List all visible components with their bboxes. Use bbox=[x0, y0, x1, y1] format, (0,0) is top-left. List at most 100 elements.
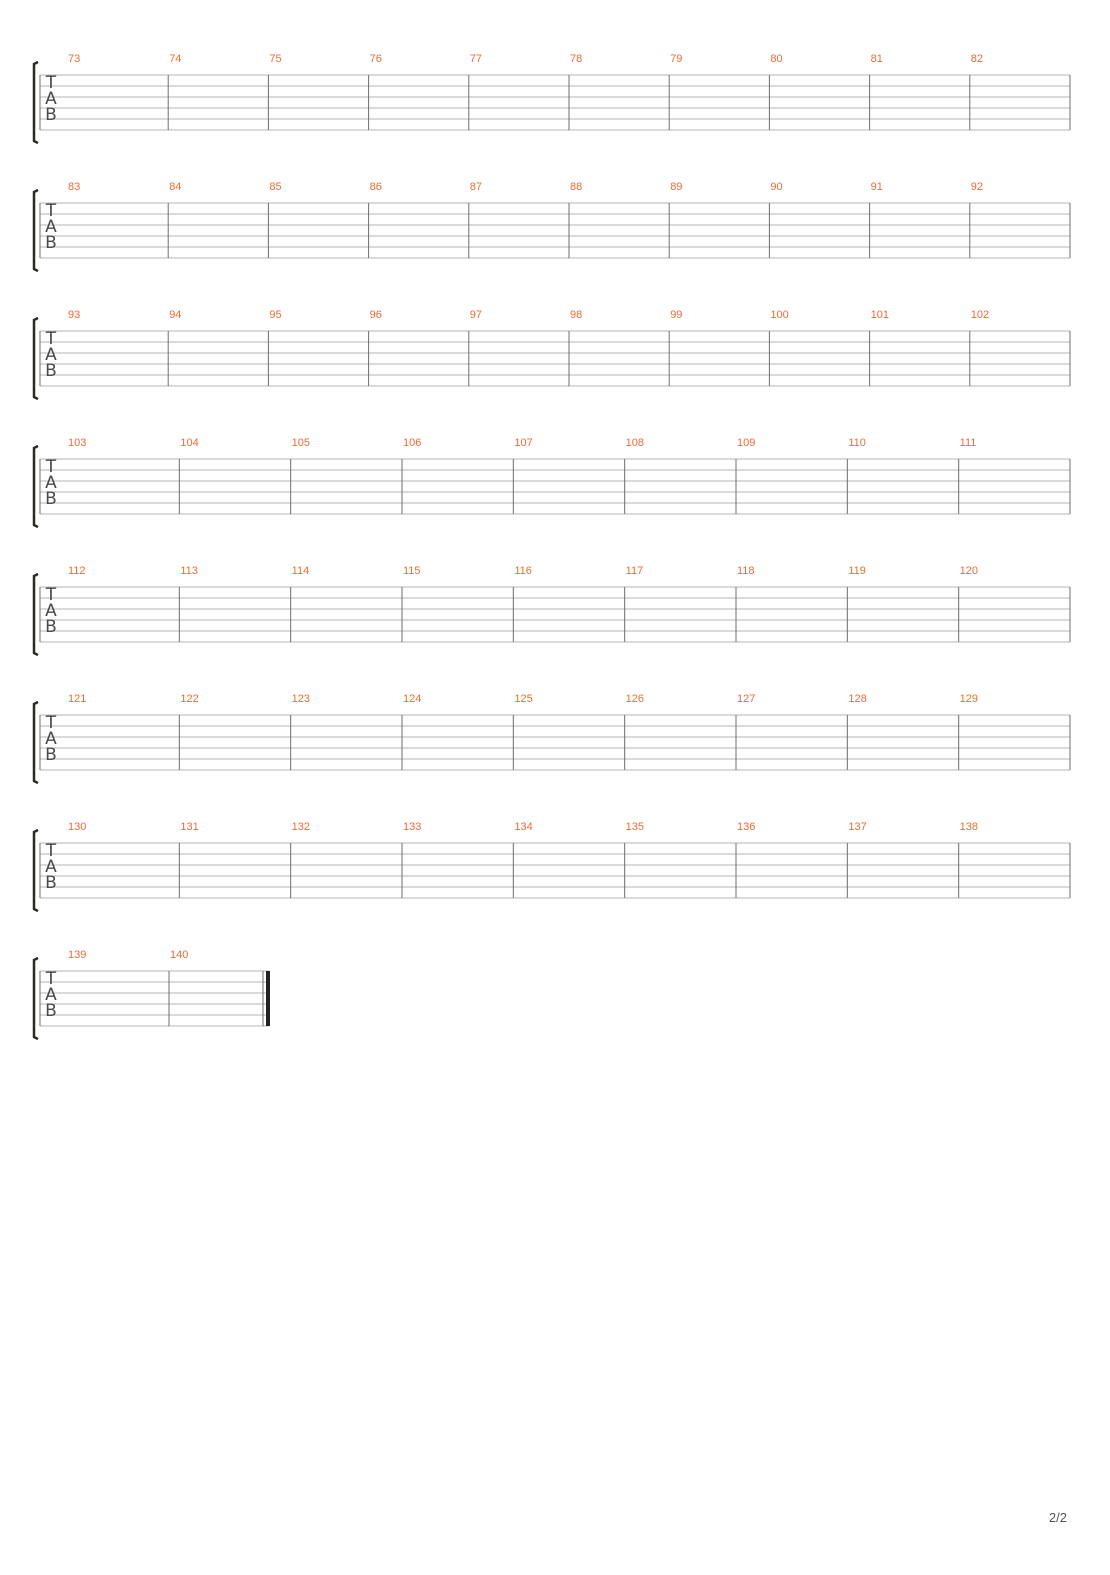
measure-number: 81 bbox=[871, 53, 883, 65]
measure-number: 138 bbox=[960, 821, 978, 833]
measure-number: 73 bbox=[68, 53, 80, 65]
system-bracket bbox=[32, 316, 39, 401]
measure-number: 78 bbox=[570, 53, 582, 65]
tab-clef-letter: B bbox=[45, 361, 57, 381]
measure-number: 136 bbox=[737, 821, 755, 833]
tab-clef-letter: B bbox=[45, 1001, 57, 1021]
tab-clef-letter: T bbox=[45, 73, 57, 93]
measure-number: 90 bbox=[770, 181, 782, 193]
measure-number: 128 bbox=[848, 693, 866, 705]
measure-number: 120 bbox=[960, 565, 978, 577]
measure-number: 87 bbox=[470, 181, 482, 193]
measure-number: 77 bbox=[470, 53, 482, 65]
measure-number: 92 bbox=[971, 181, 983, 193]
page-number: 2/2 bbox=[1048, 1510, 1067, 1525]
tab-clef-letter: T bbox=[45, 201, 57, 221]
system-bracket bbox=[32, 572, 39, 657]
measure-number: 104 bbox=[180, 437, 198, 449]
tab-clef-letter: T bbox=[45, 585, 57, 605]
measure-number: 102 bbox=[971, 309, 989, 321]
measure-number: 110 bbox=[848, 437, 866, 449]
tab-clef-letter: T bbox=[45, 713, 57, 733]
measure-number: 114 bbox=[292, 565, 310, 577]
measure-number: 115 bbox=[403, 565, 421, 577]
tab-clef-letter: B bbox=[45, 873, 57, 893]
measure-number: 76 bbox=[370, 53, 382, 65]
measure-number: 80 bbox=[770, 53, 782, 65]
measure-number: 101 bbox=[871, 309, 889, 321]
system-bracket bbox=[32, 956, 39, 1041]
measure-number: 134 bbox=[514, 821, 532, 833]
measure-number: 123 bbox=[292, 693, 310, 705]
tab-clef-letter: T bbox=[45, 841, 57, 861]
measure-number: 85 bbox=[269, 181, 281, 193]
measure-number: 111 bbox=[960, 437, 977, 449]
measure-number: 140 bbox=[170, 949, 188, 961]
measure-number: 86 bbox=[370, 181, 382, 193]
tab-clef-letter: B bbox=[45, 105, 57, 125]
tab-system: TAB 139 140 bbox=[32, 949, 270, 1041]
tab-clef-letter: A bbox=[45, 729, 57, 749]
measure-number: 113 bbox=[180, 565, 198, 577]
tab-clef-letter: B bbox=[45, 489, 57, 509]
tab-clef-letter: T bbox=[45, 457, 57, 477]
measure-number: 124 bbox=[403, 693, 421, 705]
measure-number: 105 bbox=[292, 437, 310, 449]
tab-clef-letter: A bbox=[45, 345, 57, 365]
measure-number: 121 bbox=[68, 693, 86, 705]
measure-number: 119 bbox=[848, 565, 866, 577]
measure-number: 130 bbox=[68, 821, 86, 833]
measure-number: 88 bbox=[570, 181, 582, 193]
measure-number: 95 bbox=[269, 309, 281, 321]
tab-clef-letter: B bbox=[45, 233, 57, 253]
measure-number: 100 bbox=[770, 309, 788, 321]
tab-clef-letter: A bbox=[45, 601, 57, 621]
measure-number: 131 bbox=[180, 821, 198, 833]
tab-clef-letter: A bbox=[45, 473, 57, 493]
measure-number: 75 bbox=[269, 53, 281, 65]
measure-number: 126 bbox=[626, 693, 644, 705]
measure-number: 125 bbox=[514, 693, 532, 705]
measure-number: 103 bbox=[68, 437, 86, 449]
measure-number: 112 bbox=[68, 565, 86, 577]
tab-clef-letter: A bbox=[45, 89, 57, 109]
measure-number: 91 bbox=[871, 181, 883, 193]
measure-number: 99 bbox=[670, 309, 682, 321]
measure-number: 97 bbox=[470, 309, 482, 321]
system-bracket bbox=[32, 188, 39, 273]
tab-clef-letter: T bbox=[45, 329, 57, 349]
tab-clef-letter: T bbox=[45, 969, 57, 989]
tab-system: TAB 121 122 123 124 125 126 127 128 129 bbox=[32, 693, 1071, 785]
measure-number: 132 bbox=[292, 821, 310, 833]
system-bracket bbox=[32, 60, 39, 145]
tab-clef-letter: B bbox=[45, 745, 57, 765]
measure-number: 137 bbox=[848, 821, 866, 833]
tab-clef-letter: A bbox=[45, 217, 57, 237]
measure-number: 108 bbox=[626, 437, 644, 449]
tab-clef-letter: A bbox=[45, 985, 57, 1005]
measure-number: 122 bbox=[180, 693, 198, 705]
tab-clef-letter: A bbox=[45, 857, 57, 877]
measure-number: 118 bbox=[737, 565, 755, 577]
measure-number: 82 bbox=[971, 53, 983, 65]
measure-number: 117 bbox=[626, 565, 644, 577]
system-bracket bbox=[32, 700, 39, 785]
measure-number: 94 bbox=[169, 309, 181, 321]
measure-number: 116 bbox=[514, 565, 532, 577]
measure-number: 129 bbox=[960, 693, 978, 705]
measure-number: 139 bbox=[68, 949, 86, 961]
measure-number: 83 bbox=[68, 181, 80, 193]
measure-number: 127 bbox=[737, 693, 755, 705]
measure-number: 93 bbox=[68, 309, 80, 321]
system-bracket bbox=[32, 444, 39, 529]
measure-number: 74 bbox=[169, 53, 181, 65]
measure-number: 98 bbox=[570, 309, 582, 321]
